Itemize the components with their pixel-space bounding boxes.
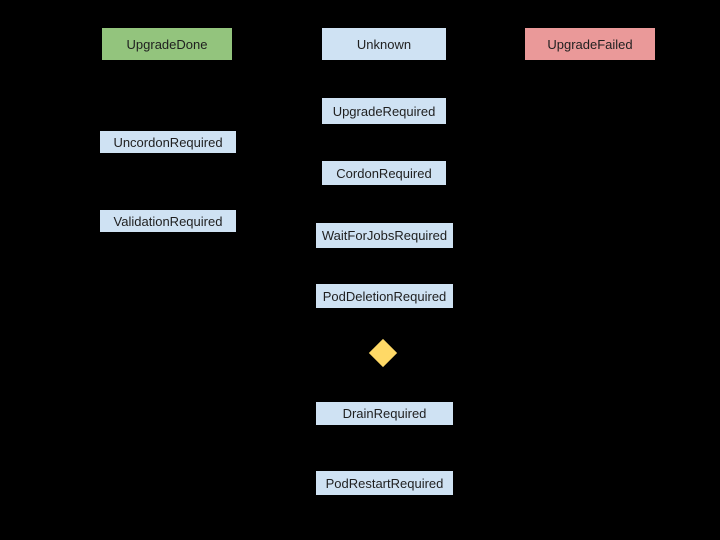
- state-node-pod-deletion-required: PodDeletionRequired: [316, 284, 453, 308]
- state-node-cordon-required: CordonRequired: [322, 161, 446, 185]
- state-node-upgrade-done: UpgradeDone: [102, 28, 232, 60]
- state-node-wait-for-jobs-required: WaitForJobsRequired: [316, 223, 453, 248]
- state-node-uncordon-required: UncordonRequired: [100, 131, 236, 153]
- state-node-upgrade-failed: UpgradeFailed: [525, 28, 655, 60]
- state-node-unknown: Unknown: [322, 28, 446, 60]
- state-node-drain-required: DrainRequired: [316, 402, 453, 425]
- state-node-validation-required: ValidationRequired: [100, 210, 236, 232]
- state-node-upgrade-required: UpgradeRequired: [322, 98, 446, 124]
- decision-diamond-icon: [368, 338, 398, 368]
- state-node-pod-restart-required: PodRestartRequired: [316, 471, 453, 495]
